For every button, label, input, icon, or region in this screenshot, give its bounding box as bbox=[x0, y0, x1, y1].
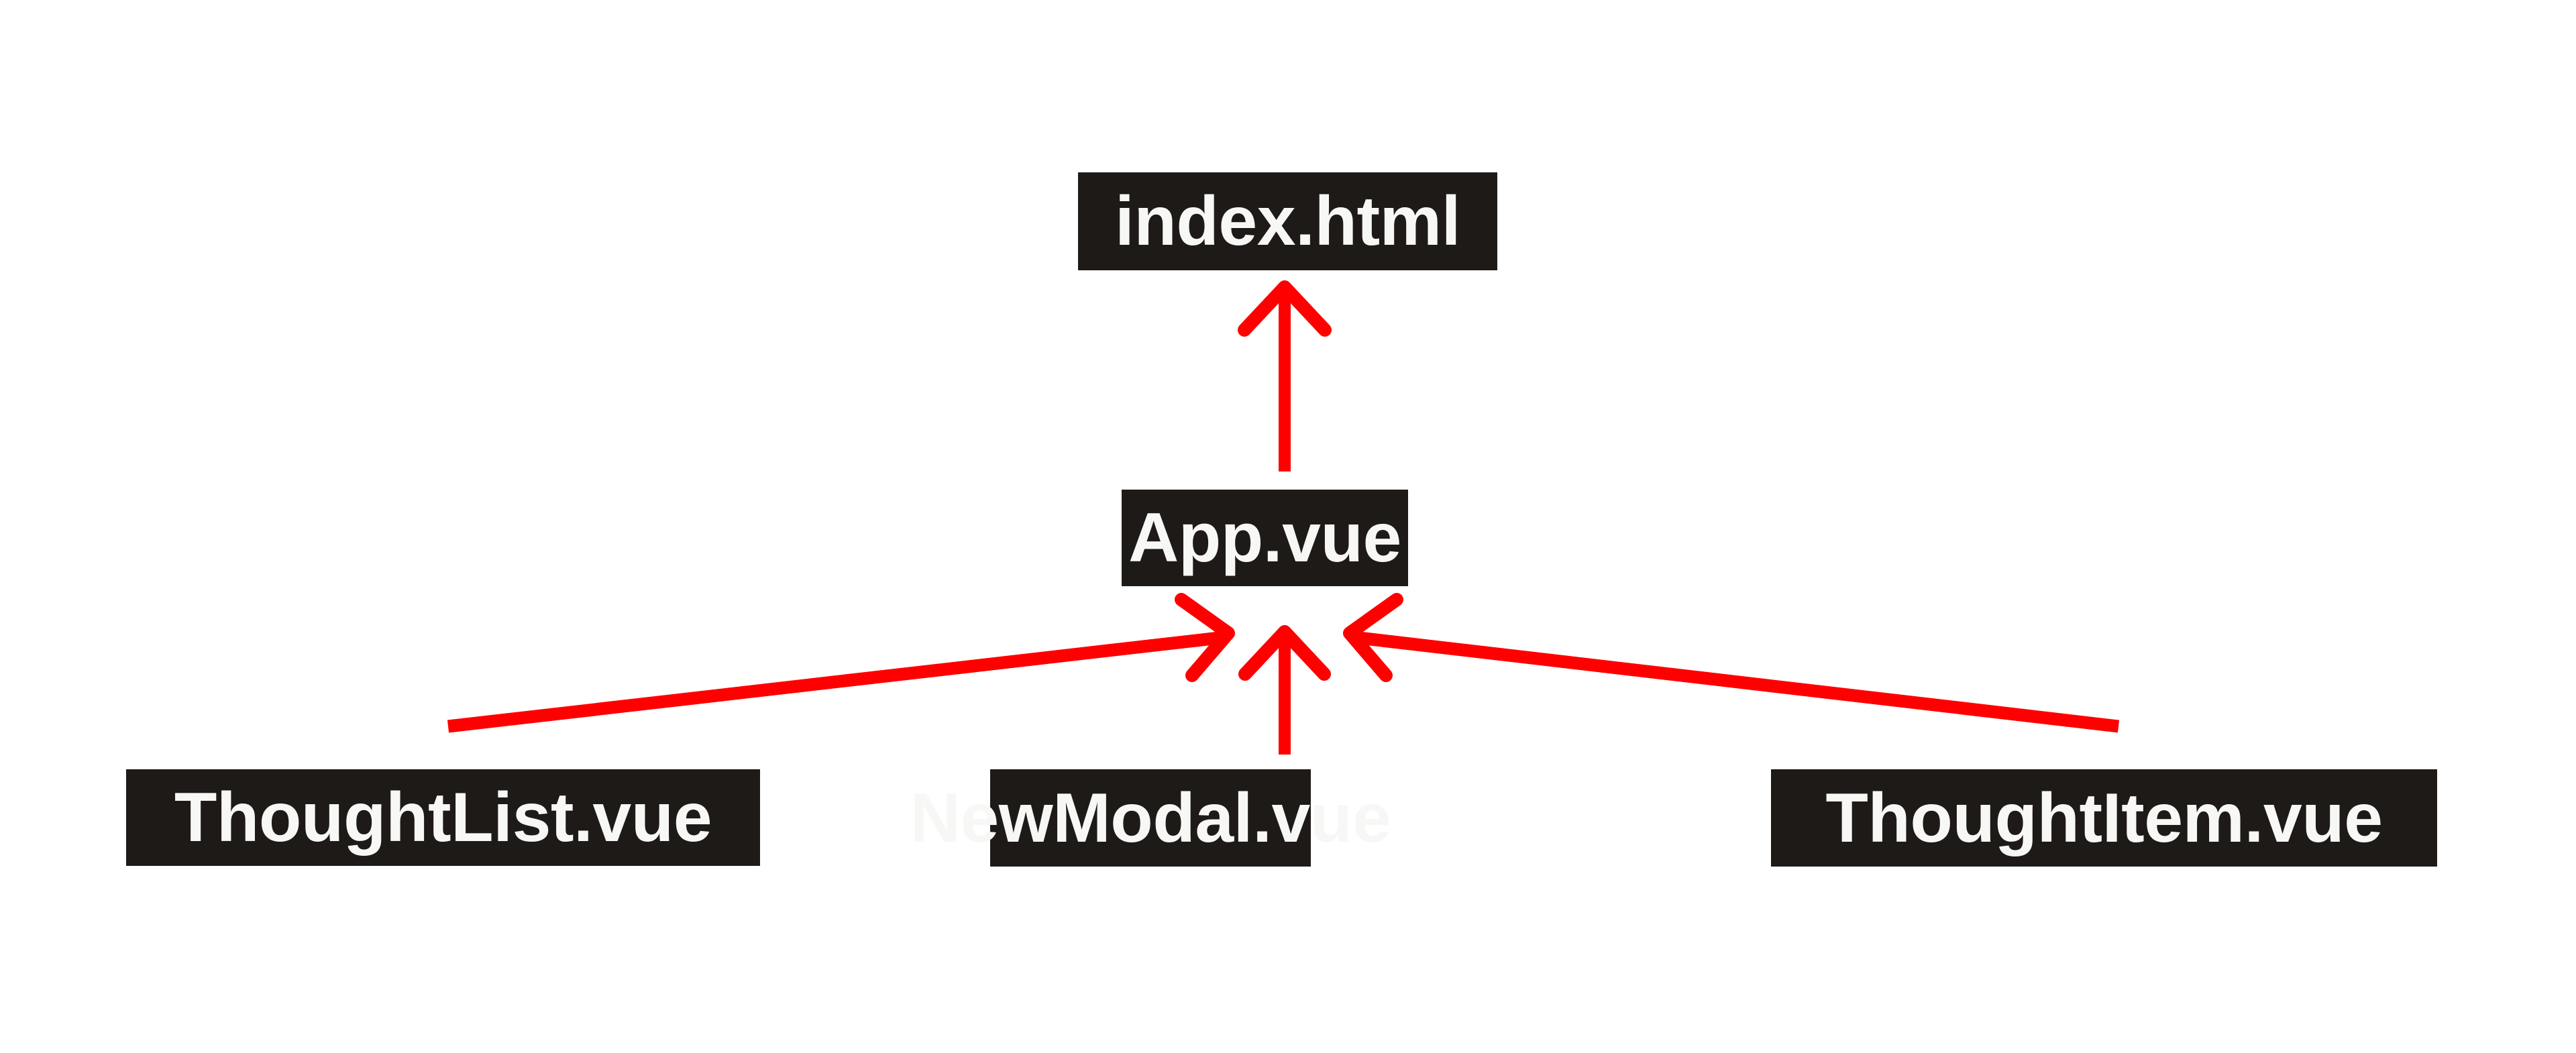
edge-thoughtlist-to-app-arrowhead bbox=[1175, 593, 1235, 682]
node-index-html-label: index.html bbox=[1114, 182, 1461, 260]
edge-app-to-index-arrowhead bbox=[1238, 280, 1332, 337]
edge-app-to-index bbox=[1238, 280, 1332, 472]
node-newmodal-vue[interactable]: NewModal.vue bbox=[910, 769, 1391, 867]
node-thoughtitem-vue-label: ThoughtItem.vue bbox=[1825, 779, 2383, 857]
edge-thoughtitem-to-app-shaft bbox=[1352, 630, 2120, 733]
node-index-html[interactable]: index.html bbox=[1078, 172, 1497, 270]
node-newmodal-vue-label: NewModal.vue bbox=[910, 779, 1391, 857]
edge-thoughtlist-to-app-shaft bbox=[447, 630, 1226, 733]
node-thoughtlist-vue[interactable]: ThoughtList.vue bbox=[126, 769, 760, 866]
node-thoughtitem-vue[interactable]: ThoughtItem.vue bbox=[1771, 769, 2437, 867]
edge-newmodal-to-app-arrowhead bbox=[1238, 625, 1331, 681]
edge-newmodal-to-app bbox=[1238, 625, 1331, 755]
node-app-vue[interactable]: App.vue bbox=[1122, 490, 1408, 586]
node-thoughtlist-vue-label: ThoughtList.vue bbox=[174, 779, 712, 856]
edge-thoughtitem-to-app-arrowhead bbox=[1343, 593, 1403, 682]
edge-thoughtlist-to-app bbox=[447, 593, 1235, 733]
edge-thoughtitem-to-app bbox=[1343, 593, 2120, 733]
node-app-vue-label: App.vue bbox=[1128, 499, 1401, 577]
